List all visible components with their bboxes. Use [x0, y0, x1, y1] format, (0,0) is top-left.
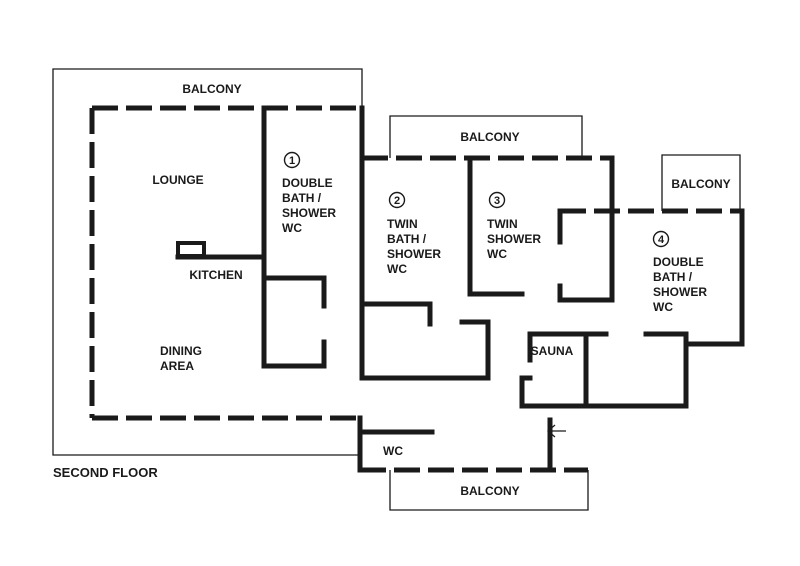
balcony-outline-bottom	[389, 470, 589, 511]
bedroom-1-number-badge	[283, 151, 301, 169]
bedroom-1-label-line3: SHOWER	[282, 206, 336, 220]
floor-label: SECOND FLOOR	[53, 465, 158, 480]
bedroom-1-number: 1	[289, 155, 295, 167]
bedroom-4-label-line1: DOUBLE	[653, 255, 704, 269]
bedroom-2-label-line3: SHOWER	[387, 247, 441, 261]
kitchen-label: KITCHEN	[189, 268, 242, 282]
bedroom-1-label-line1: DOUBLE	[282, 176, 333, 190]
balcony-label-bottom: BALCONY	[460, 484, 519, 498]
bedroom-2-number-badge	[388, 191, 406, 209]
bedroom-3-label-line2: SHOWER	[487, 232, 541, 246]
bedroom-4-label-line2: BATH /	[653, 270, 693, 284]
dining-label-line2: AREA	[160, 359, 194, 373]
bedroom-1-label-line2: BATH /	[282, 191, 322, 205]
balcony-label-right: BALCONY	[671, 177, 730, 191]
bedroom-4-number-badge	[652, 230, 670, 248]
balcony-outline-top-middle	[389, 115, 583, 158]
bedroom-2-label-line4: WC	[387, 262, 407, 276]
bedroom-1-label-line4: WC	[282, 221, 302, 235]
lounge-label: LOUNGE	[152, 173, 203, 187]
wc-label: WC	[383, 444, 403, 458]
bedroom-2-number: 2	[394, 195, 400, 207]
bedroom-2-label-line1: TWIN	[387, 217, 418, 231]
bedroom-4-label-line4: WC	[653, 300, 673, 314]
bedroom-4-label-line3: SHOWER	[653, 285, 707, 299]
bedroom-3-number: 3	[494, 195, 500, 207]
bedroom-2: 2 TWIN BATH / SHOWER WC	[387, 191, 441, 276]
arrow-left-icon	[547, 424, 566, 438]
balcony-outline-left	[52, 68, 363, 456]
bedroom-4: 4 DOUBLE BATH / SHOWER WC	[652, 230, 707, 314]
bedroom-3-label-line3: WC	[487, 247, 507, 261]
bedroom-1: 1 DOUBLE BATH / SHOWER WC	[282, 151, 336, 235]
sauna-label: SAUNA	[531, 344, 574, 358]
bedroom-3-label-line1: TWIN	[487, 217, 518, 231]
balcony-label-top-middle: BALCONY	[460, 130, 519, 144]
balcony-label-top-left: BALCONY	[182, 82, 241, 96]
dining-label-line1: DINING	[160, 344, 202, 358]
bedroom-4-number: 4	[658, 234, 665, 246]
walls	[175, 105, 745, 473]
bedroom-3-number-badge	[488, 191, 506, 209]
balcony-outline-right	[661, 154, 741, 211]
bedroom-2-label-line2: BATH /	[387, 232, 427, 246]
bedroom-3: 3 TWIN SHOWER WC	[487, 191, 541, 261]
